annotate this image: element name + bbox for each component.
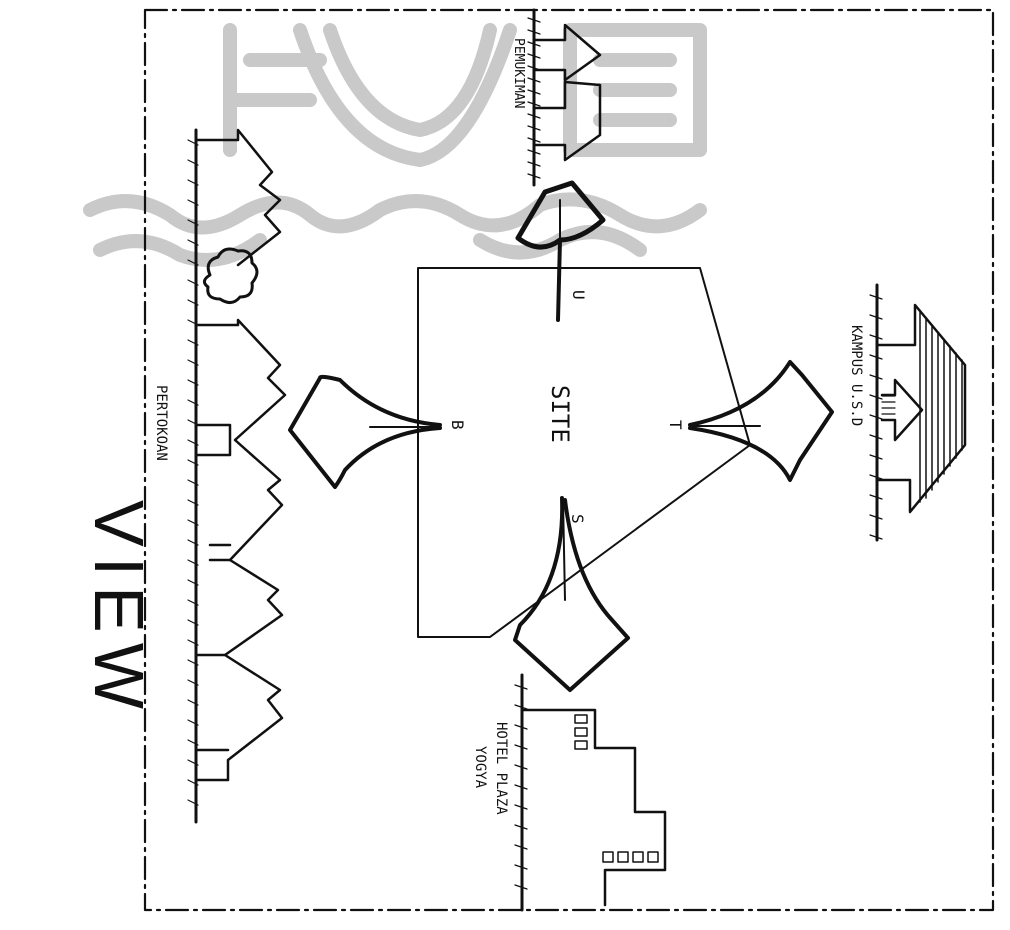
- watermark-logo: [90, 30, 700, 260]
- north-label: U: [569, 290, 588, 300]
- pertokoan-group: PERTOKOAN: [153, 130, 285, 822]
- east-arrow: T: [666, 362, 832, 480]
- south-label: S: [568, 514, 587, 524]
- view-title-text: VIEW: [80, 500, 158, 719]
- east-label: T: [666, 420, 685, 430]
- hotel-group: HOTEL PLAZA YOGYA: [472, 675, 665, 910]
- pertokoan-label: PERTOKOAN: [153, 385, 169, 461]
- kampus-group: KAMPUS U.S.D: [848, 285, 965, 540]
- site-outline: [418, 268, 750, 637]
- site-label: SITE: [546, 385, 574, 443]
- hotel-label-line2: YOGYA: [472, 746, 488, 789]
- kampus-label: KAMPUS U.S.D: [848, 325, 864, 426]
- south-arrow: S: [515, 498, 628, 690]
- pemukiman-label: PEMUKIMAN: [511, 38, 526, 108]
- west-arrow: B: [290, 377, 467, 487]
- hotel-label-line1: HOTEL PLAZA: [493, 722, 509, 815]
- west-label: B: [448, 420, 467, 430]
- view-title: VIEW: [80, 500, 158, 719]
